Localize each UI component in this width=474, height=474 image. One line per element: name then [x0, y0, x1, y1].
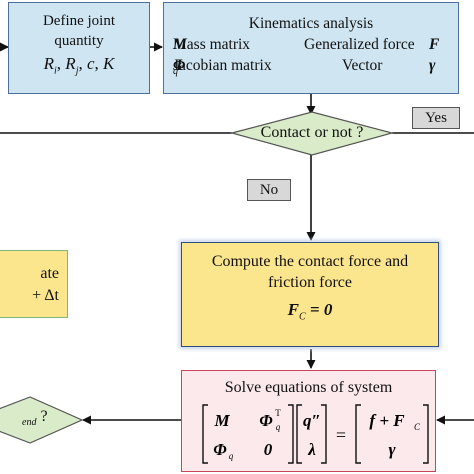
rhs-r1: f + F	[369, 411, 405, 430]
vector-v1: q″	[303, 411, 321, 430]
compute-contact-box: Compute the contact force and friction f…	[181, 242, 439, 347]
matrix-m22: 0	[263, 440, 272, 459]
vector-label: Vector	[342, 57, 383, 74]
equals-sign: =	[335, 425, 345, 445]
gen-force-symbol: F	[429, 36, 440, 53]
decision-contact-shape	[229, 111, 395, 156]
jacobian-label: Jacobian matrix	[173, 57, 272, 74]
mass-symbol: M	[173, 36, 187, 53]
decision-end-label: end ?	[22, 408, 48, 428]
rhs-r2: γ	[388, 440, 396, 459]
compute-line2: friction force	[268, 274, 352, 291]
matrix-m21-sub: q	[228, 451, 233, 461]
decision-end-shape	[0, 396, 84, 444]
update-line2: + Δt	[32, 287, 59, 304]
matrix-m12-sup: T	[275, 408, 281, 418]
matrix-m11: M	[213, 411, 230, 430]
system-matrix-equation: M Φ T q Φ q 0 q″ λ = f + F C γ	[201, 404, 429, 464]
define-line2: quantity	[54, 33, 104, 49]
decision-contact-label: Contact or not ?	[260, 124, 364, 141]
compute-equation: FC = 0	[287, 300, 333, 323]
define-params: Ri, Rj, c, K	[43, 54, 115, 77]
mass-label: Mass matrix	[173, 36, 251, 53]
update-box: ate + Δt	[0, 250, 68, 318]
update-line1: ate	[40, 265, 59, 282]
decision-end-question: ?	[40, 408, 48, 425]
yes-tag: Yes	[412, 107, 460, 129]
matrix-m12: Φ	[259, 411, 273, 430]
decision-end-sub: end	[22, 417, 37, 429]
rhs-r1-sub: C	[413, 422, 420, 432]
vector-symbol: γ	[429, 57, 436, 74]
kinematics-box: Kinematics analysis Mass matrix M Genera…	[163, 2, 459, 94]
solve-system-box: Solve equations of system M Φ T q Φ q 0 …	[181, 370, 436, 472]
vector-v2: λ	[307, 440, 316, 459]
gen-force-label: Generalized force	[304, 36, 415, 53]
solve-title: Solve equations of system	[224, 379, 393, 396]
compute-line1: Compute the contact force and	[211, 253, 409, 270]
matrix-m21: Φ	[213, 440, 227, 459]
jacobian-symbol: Φ	[173, 57, 186, 74]
define-line1: Define joint	[42, 13, 116, 29]
define-joint-box: Define joint quantity Ri, Rj, c, K	[8, 2, 150, 94]
kinematics-title: Kinematics analysis	[248, 15, 374, 32]
no-tag: No	[247, 179, 291, 201]
matrix-m12-sub: q	[275, 422, 280, 432]
